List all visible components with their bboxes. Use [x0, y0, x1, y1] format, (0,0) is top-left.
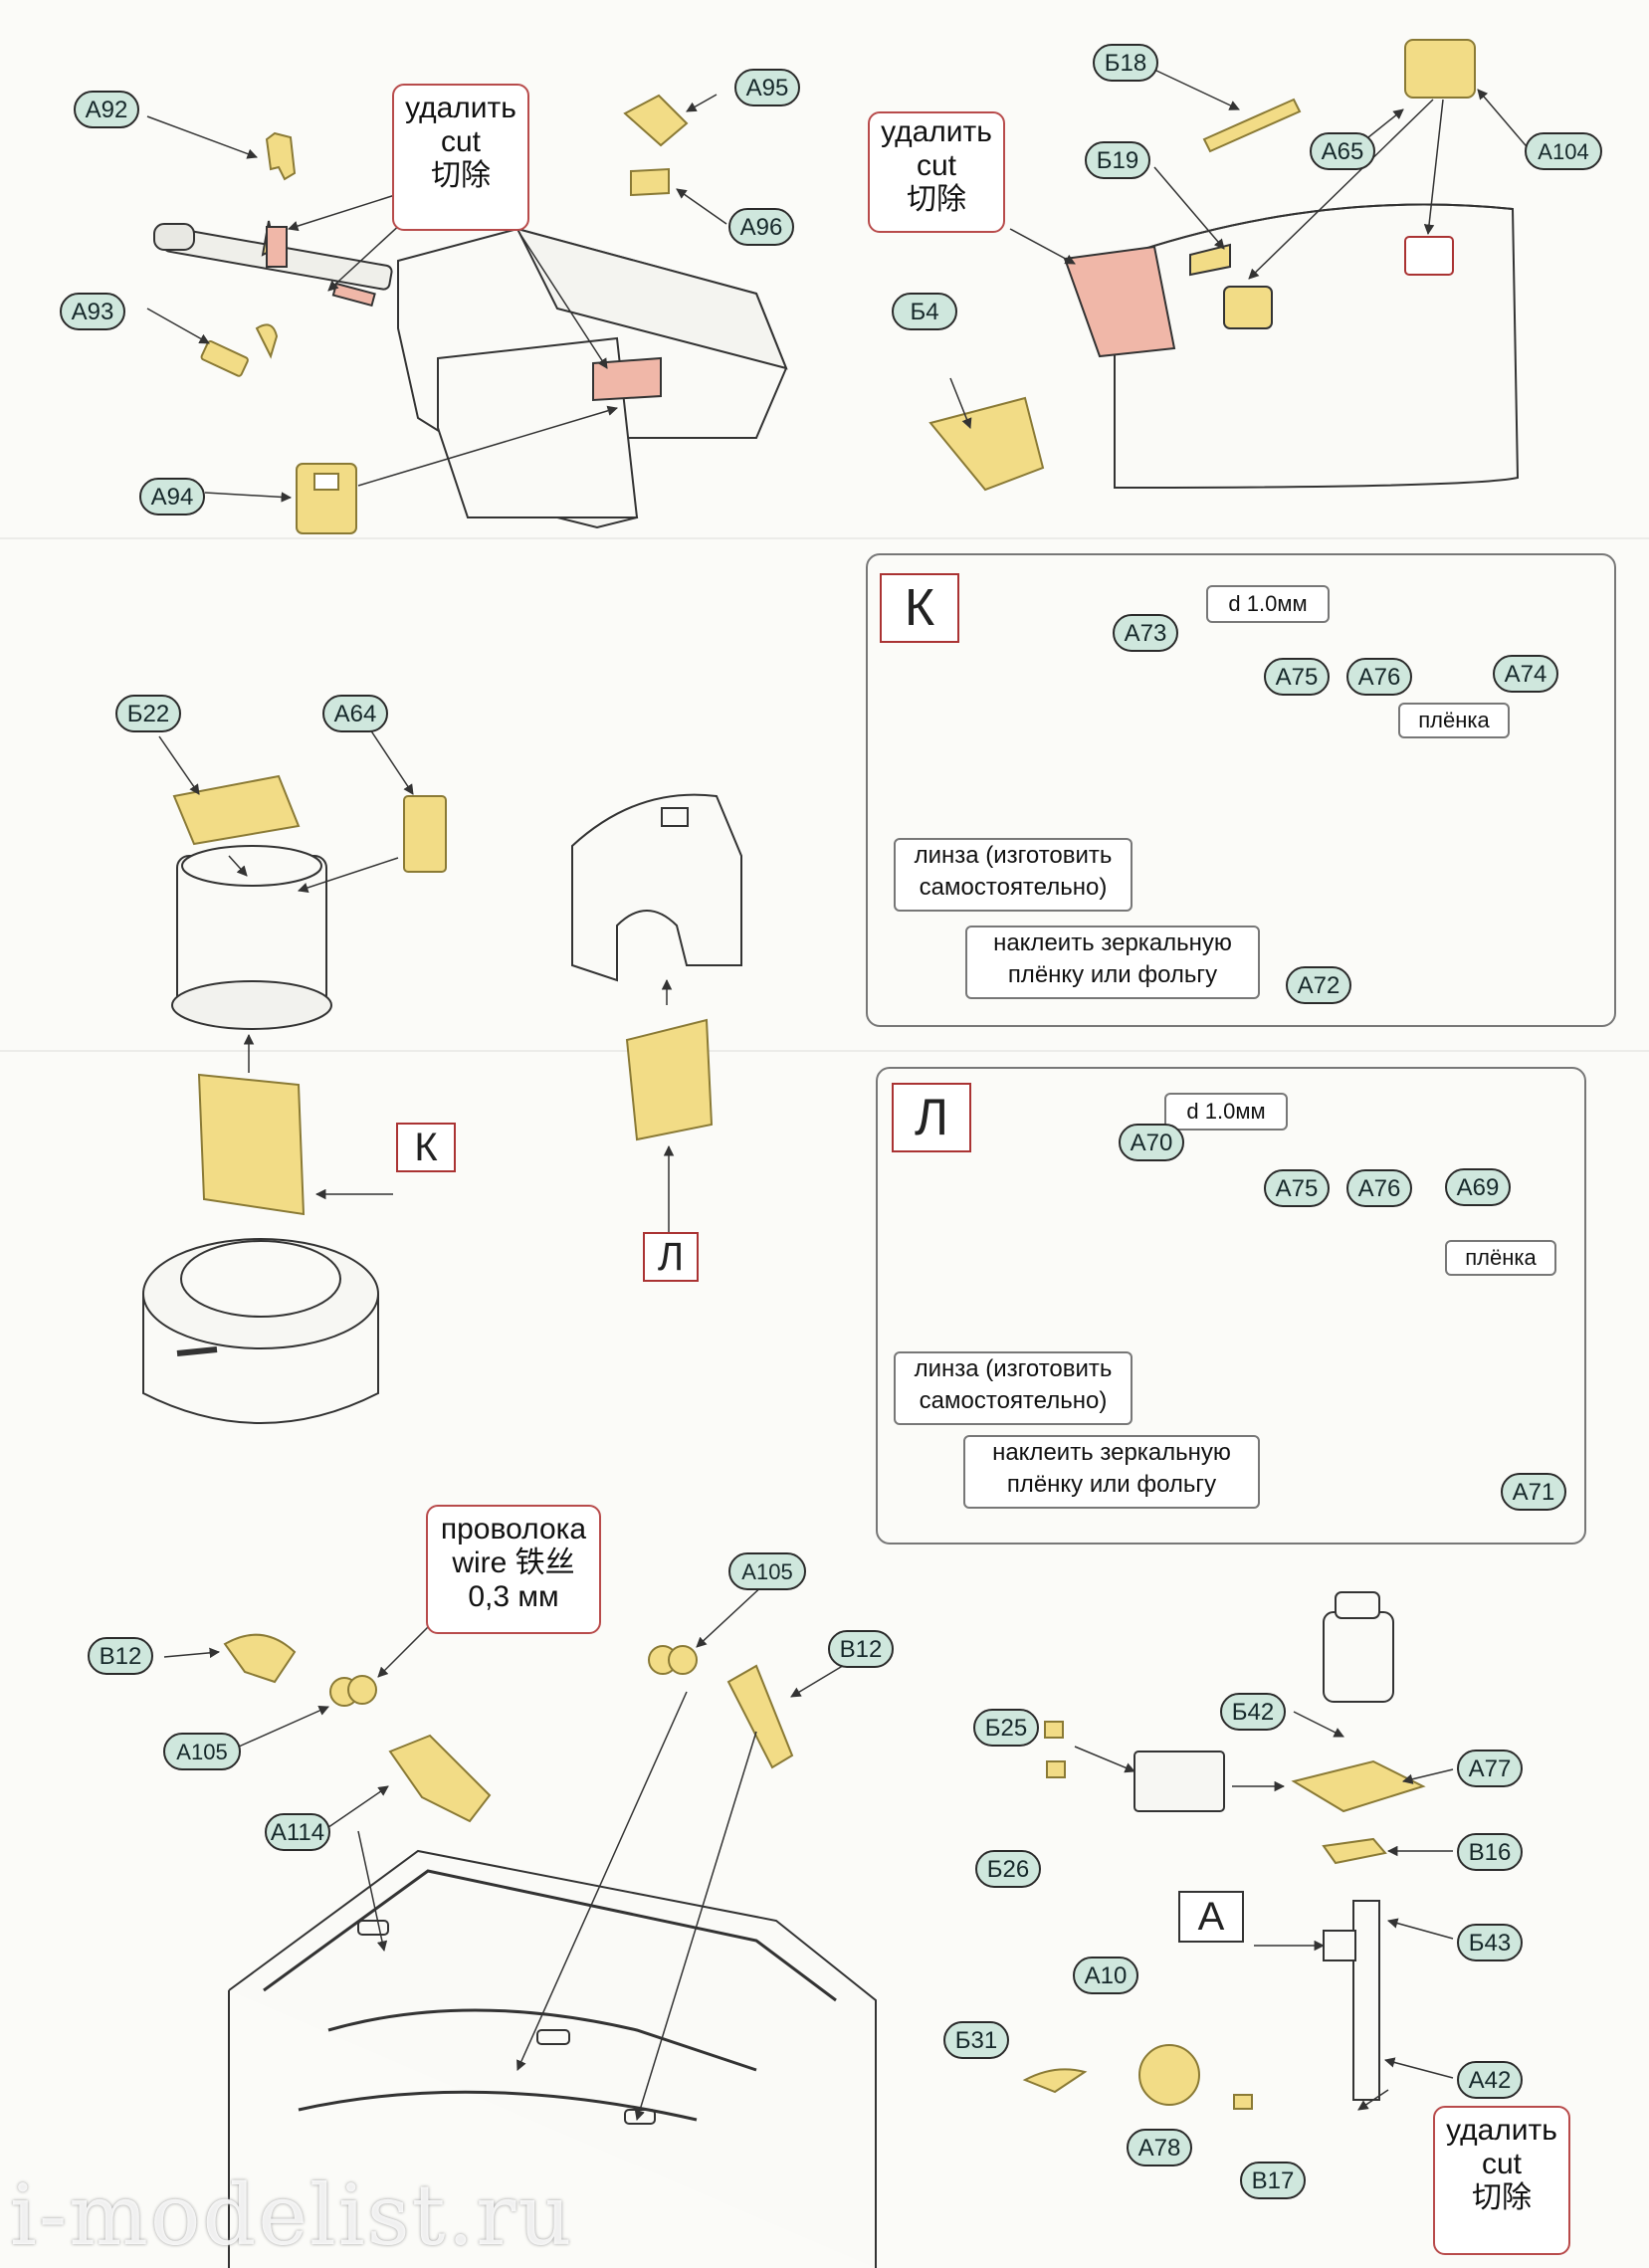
step3-leader-lines — [158, 725, 675, 1232]
part-label: A75 — [1264, 658, 1330, 696]
cut-note-zh: 切除 — [907, 183, 966, 216]
panel-l-diameter: d 1.0мм — [1164, 1093, 1288, 1131]
cut-note-en: cut — [440, 125, 482, 158]
part-label: A78 — [1127, 2129, 1192, 2166]
gun-mount-drawing — [153, 220, 788, 529]
part-label: A94 — [139, 478, 205, 515]
panel-k-mirror-note: наклеить зеркальную плёнку или фольгу — [965, 926, 1260, 999]
part-label: A69 — [1445, 1168, 1511, 1206]
panel-k-mirror-line1: наклеить зеркальную — [993, 929, 1232, 956]
part-label: A105 — [163, 1733, 241, 1770]
part-label: Б18 — [1093, 44, 1158, 82]
part-label: Б4 — [892, 293, 957, 330]
panel-k-film: плёнка — [1398, 703, 1510, 738]
cut-note-turret: удалить cut 切除 — [868, 111, 1005, 233]
turret-parts — [928, 39, 1476, 492]
part-label: A75 — [1264, 1169, 1330, 1207]
part-label: A70 — [1119, 1124, 1184, 1161]
callout-k: К — [396, 1123, 456, 1172]
periscope-parts — [1022, 1721, 1426, 2094]
fold-line — [0, 1050, 1649, 1052]
panel-k-diameter: d 1.0мм — [1206, 585, 1330, 623]
part-label: Б43 — [1457, 1924, 1523, 1961]
panel-k-lens-note: линза (изготовить самостоятельно) — [894, 838, 1133, 912]
cut-note-gun: удалить cut 切除 — [392, 84, 529, 231]
panel-l-lens-line2: самостоятельно) — [919, 1387, 1108, 1414]
part-label: A65 — [1310, 132, 1375, 170]
cut-note-ru: удалить — [1446, 2114, 1557, 2147]
step4-leader-lines — [163, 1581, 847, 2122]
part-label: A72 — [1286, 966, 1351, 1004]
part-label: B17 — [1240, 2162, 1306, 2199]
step1-leader-lines — [146, 94, 727, 503]
part-label: Б31 — [943, 2021, 1009, 2059]
cut-note-en: cut — [916, 149, 957, 182]
part-label: B12 — [828, 1630, 894, 1668]
step2-leader-lines — [949, 69, 1532, 429]
callout-a: A — [1178, 1891, 1244, 1943]
cut-note-en: cut — [1481, 2148, 1523, 2180]
part-label: A104 — [1525, 132, 1602, 170]
part-label: A76 — [1346, 1169, 1412, 1207]
cut-note-ru: удалить — [405, 92, 516, 124]
wire-note-size: 0,3 мм — [468, 1580, 559, 1613]
panel-l-letter: Л — [892, 1083, 971, 1152]
callout-l: Л — [643, 1232, 699, 1282]
part-label: Б22 — [115, 695, 181, 732]
part-label: A64 — [322, 695, 388, 732]
panel-l-mirror-line1: наклеить зеркальную — [992, 1439, 1231, 1466]
cut-note-zh: 切除 — [431, 159, 491, 192]
panel-k-lens-line2: самостоятельно) — [919, 874, 1108, 901]
part-label: B16 — [1457, 1833, 1523, 1871]
step5-leader-lines — [1074, 1711, 1454, 2111]
panel-l-lens-line1: линза (изготовить — [914, 1355, 1113, 1382]
part-label: Б25 — [973, 1709, 1039, 1747]
part-label: A96 — [728, 208, 794, 246]
fold-line — [0, 537, 1649, 539]
part-label: B12 — [88, 1637, 153, 1675]
panel-l-mirror-note: наклеить зеркальную плёнку или фольгу — [963, 1435, 1260, 1509]
part-label: A93 — [60, 293, 125, 330]
cupola-drawing — [142, 793, 742, 1424]
panel-k-letter: К — [880, 573, 959, 643]
watermark: i-modelist.ru — [10, 2166, 574, 2264]
part-label: A92 — [74, 91, 139, 128]
gun-parts — [200, 94, 689, 534]
panel-k-lens-line1: линза (изготовить — [914, 842, 1113, 869]
turret-drawing — [1063, 203, 1520, 490]
part-label: A74 — [1493, 655, 1558, 693]
part-label: A114 — [265, 1813, 330, 1851]
hull-roof-drawing — [228, 1849, 877, 2268]
part-label: Б19 — [1085, 141, 1150, 179]
cupola-parts — [172, 774, 714, 1216]
periscope-drawing — [1138, 1591, 1394, 2110]
cut-note-zh: 切除 — [1472, 2181, 1532, 2214]
part-label: A10 — [1073, 1957, 1138, 1994]
panel-k-mirror-line2: плёнку или фольгу — [1007, 961, 1218, 988]
wire-note-ru: проволока — [440, 1513, 587, 1546]
part-label: A95 — [734, 69, 800, 106]
part-label: A76 — [1346, 658, 1412, 696]
cut-note-ru: удалить — [881, 115, 992, 148]
bracket-parts — [223, 1633, 794, 1823]
cut-note-periscope: удалить cut 切除 — [1433, 2106, 1570, 2255]
part-label: A42 — [1457, 2061, 1523, 2099]
wire-note: проволока wire 铁丝 0,3 мм — [426, 1505, 601, 1634]
panel-l-lens-note: линза (изготовить самостоятельно) — [894, 1351, 1133, 1425]
wire-note-en: wire 铁丝 — [452, 1546, 575, 1579]
part-label: A105 — [728, 1552, 806, 1590]
part-label: A77 — [1457, 1750, 1523, 1787]
part-label: Б26 — [975, 1850, 1041, 1888]
panel-l-film: плёнка — [1445, 1240, 1556, 1276]
part-label: A73 — [1113, 614, 1178, 652]
part-label: A71 — [1501, 1473, 1566, 1511]
part-label: Б42 — [1220, 1693, 1286, 1731]
panel-l-mirror-line2: плёнку или фольгу — [1006, 1471, 1217, 1498]
